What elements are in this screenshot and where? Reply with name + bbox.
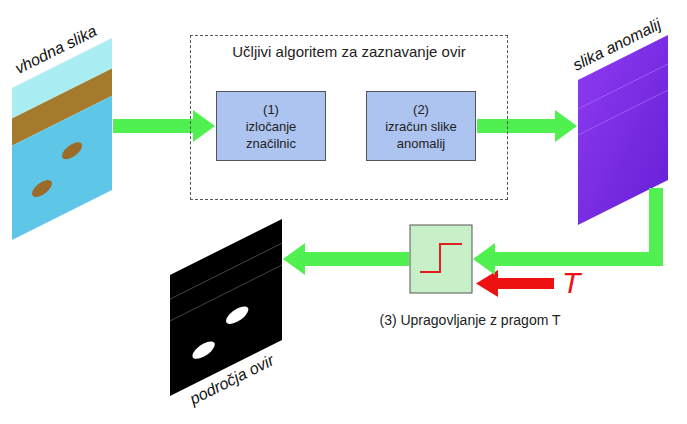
arrow-shaft [113, 119, 194, 133]
arrow-shaft [304, 252, 409, 266]
image-label: slika anomalij [570, 15, 664, 74]
step-caption: (3) Upragovljanje z pragom T [379, 312, 560, 328]
image-label: vhodna slika [12, 22, 100, 78]
flow-arrow [283, 243, 409, 275]
arrow-head [555, 110, 577, 142]
step-function [420, 244, 462, 272]
obstacle-mask-image: področja ovir [170, 219, 282, 396]
threshold-box [410, 225, 472, 293]
threshold-box: (3) Upragovljanje z pragom T [410, 225, 472, 293]
input-image: vhodna slika [12, 38, 112, 240]
arrow-shaft [494, 188, 656, 259]
algorithm-group: Učljivi algoritem za zaznavanje ovir(1)i… [190, 35, 508, 200]
threshold-symbol: T [562, 268, 580, 298]
group-heading: Učljivi algoritem za zaznavanje ovir [191, 43, 507, 60]
arrow-head [473, 243, 495, 275]
process-box: (1)izločanje značilnic [216, 91, 326, 161]
callout-number: (1) [263, 101, 279, 118]
arrow-head [283, 243, 305, 275]
flow-arrow [473, 188, 656, 275]
process-text: izračun slike anomalij [375, 118, 467, 152]
anomaly-image: slika anomalij [578, 35, 668, 225]
flow-arrow [477, 110, 577, 142]
arrow-head [193, 110, 215, 142]
process-text: izločanje značilnic [225, 118, 317, 152]
process-box: (2)izračun slike anomalij [366, 91, 476, 161]
threshold-input-arrow [476, 270, 554, 297]
image-label: področja ovir [187, 351, 277, 408]
flow-arrow [113, 110, 215, 142]
callout-number: (2) [413, 101, 429, 118]
arrow-shaft [477, 119, 556, 133]
